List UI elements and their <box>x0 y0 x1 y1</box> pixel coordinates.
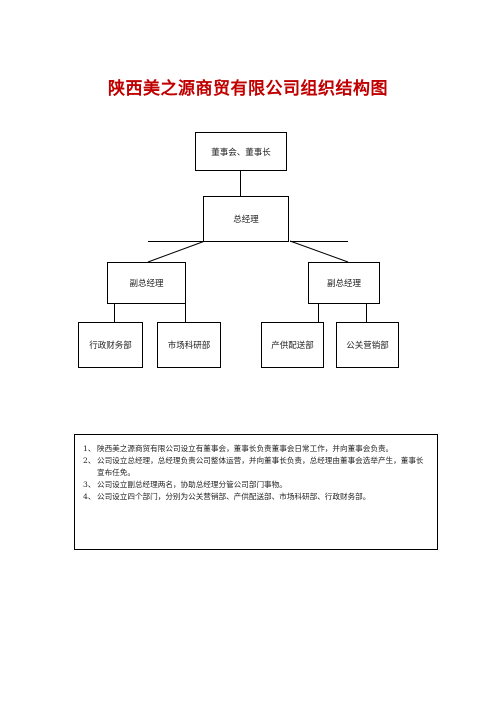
vp-left-box: 副总经理 <box>107 262 186 304</box>
note-number: 1、 <box>83 444 96 453</box>
note-number: 4、 <box>83 492 96 501</box>
note-number: 2、 <box>83 456 96 465</box>
dept-label: 行政财务部 <box>89 341 132 351</box>
gm-label: 总经理 <box>233 215 259 225</box>
note-item: 1、 陕西美之源商贸有限公司设立有董事会，董事长负责董事会日常工作，并向董事会负… <box>83 443 431 455</box>
note-text: 公司设立总经理，总经理负责公司整体运营，并向董事长负责，总经理由董事会选举产生，… <box>97 456 424 477</box>
connector-vpr-dept4 <box>366 303 367 322</box>
note-text: 公司设立副总经理两名，协助总经理分管公司部门事物。 <box>97 480 287 489</box>
vp-right-box: 副总经理 <box>308 262 380 304</box>
note-text: 陕西美之源商贸有限公司设立有董事会，董事长负责董事会日常工作，并向董事会负责。 <box>97 444 394 453</box>
dept-box-market-research: 市场科研部 <box>157 322 221 368</box>
note-item: 4、 公司设立四个部门，分别为公关营销部、产供配送部、市场科研部、行政财务部。 <box>83 491 431 503</box>
dept-box-pr-marketing: 公关营销部 <box>336 322 399 368</box>
dept-label: 市场科研部 <box>167 341 211 351</box>
vp-left-label: 副总经理 <box>129 279 164 289</box>
connector-board-gm <box>240 170 241 196</box>
notes-box: 1、 陕西美之源商贸有限公司设立有董事会，董事长负责董事会日常工作，并向董事会负… <box>74 434 438 550</box>
dept-label: 公关营销部 <box>346 341 389 351</box>
connector-gm-left <box>148 241 205 242</box>
vp-right-label: 副总经理 <box>326 279 361 289</box>
gm-box: 总经理 <box>203 196 289 242</box>
dept-box-supply-delivery: 产供配送部 <box>261 322 324 368</box>
connector-vpl-dept1 <box>114 303 115 322</box>
note-text: 公司设立四个部门，分别为公关营销部、产供配送部、市场科研部、行政财务部。 <box>97 492 371 501</box>
connector-gm-right <box>290 241 348 242</box>
dept-label: 产供配送部 <box>271 341 314 351</box>
board-box: 董事会、董事长 <box>195 132 287 171</box>
note-item: 3、 公司设立副总经理两名，协助总经理分管公司部门事物。 <box>83 479 431 491</box>
connector-vpl-dept2 <box>185 303 186 322</box>
board-label: 董事会、董事长 <box>211 147 271 158</box>
page-title: 陕西美之源商贸有限公司组织结构图 <box>108 79 388 99</box>
note-item: 2、 公司设立总经理，总经理负责公司整体运营，并向董事长负责，总经理由董事会选举… <box>83 455 431 479</box>
dept-box-admin-finance: 行政财务部 <box>78 322 143 368</box>
note-number: 3、 <box>83 480 96 489</box>
connector-vpr-dept3 <box>318 303 319 322</box>
